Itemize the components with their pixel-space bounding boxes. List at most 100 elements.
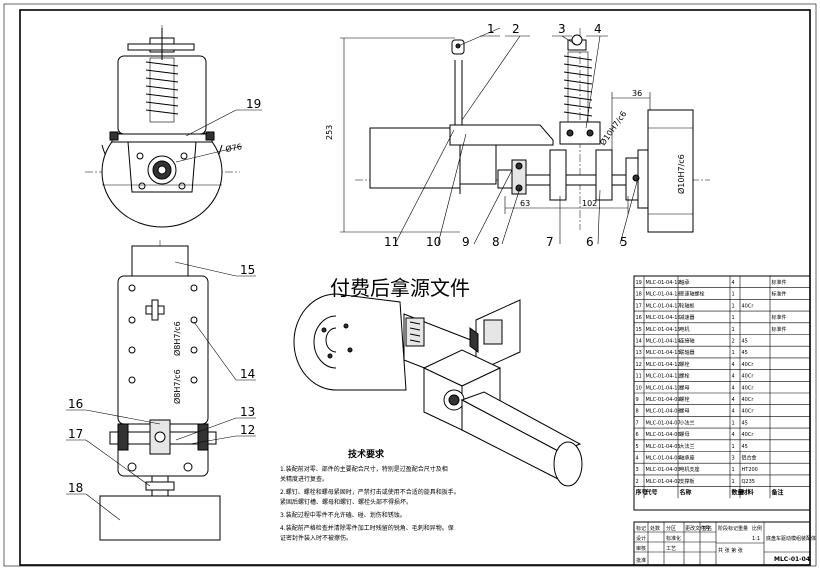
tb-label: 签名 <box>702 525 712 532</box>
fit-mid-2: Ø8H7/c6 <box>172 369 182 404</box>
isometric-view <box>293 293 583 487</box>
parts-cell: 轮轴板 <box>680 302 695 309</box>
parts-cell: 1 <box>732 292 735 298</box>
parts-cell: MLC-01-04-06 <box>646 432 681 438</box>
parts-cell: 螺母 <box>680 384 690 391</box>
dim-102: 102 <box>582 199 597 208</box>
parts-cell: 40Cr <box>742 362 755 368</box>
watermark-text: 付费后拿源文件 <box>330 276 470 300</box>
top-view <box>99 240 221 541</box>
parts-cell: 1 <box>732 467 735 473</box>
parts-cell: 1 <box>732 444 735 450</box>
parts-cell: 小法兰 <box>680 419 695 426</box>
parts-cell: 19 <box>636 280 642 286</box>
parts-cell: MLC-01-04-14 <box>646 339 681 345</box>
parts-cell: 45 <box>742 444 748 450</box>
outer-frame <box>3 3 817 567</box>
note-line: 紧固后螺钉槽、螺母和螺钉、螺栓头部不得损坏。 <box>280 498 412 506</box>
tb-scale: 1:1 <box>752 536 760 542</box>
parts-cell: MLC-01-04-09 <box>646 397 681 403</box>
parts-cell: 4 <box>732 385 735 391</box>
parts-cell: 2 <box>636 479 639 485</box>
parts-cell: 螺栓 <box>680 373 690 380</box>
parts-cell: 45 <box>742 420 748 426</box>
parts-cell: 5 <box>636 444 639 450</box>
note-line: 2.螺钉、螺栓和螺母紧固时，严禁打击或使用不合适的旋具和扳手。 <box>280 488 460 496</box>
parts-cell: 1 <box>732 315 735 321</box>
note-line: 3.装配过程中零件不允许磕、碰、划伤和锈蚀。 <box>280 511 406 519</box>
tb-label: 比例 <box>752 525 762 532</box>
parts-cell: 标准件 <box>772 326 787 333</box>
note-line: 证密封件装入时不被擦伤。 <box>280 534 352 542</box>
note-line: 关精度进行复查。 <box>280 475 328 483</box>
parts-cell: MLC-01-04-15 <box>646 327 681 333</box>
callout-1: 1 <box>487 22 495 36</box>
parts-cell: 电机支座 <box>680 466 700 473</box>
parts-cell: MLC-01-04-16 <box>646 315 681 321</box>
parts-cell: 4 <box>636 456 639 462</box>
fit-top: Ø10H7/c6 <box>597 109 628 147</box>
parts-cell: MLC-01-04-04 <box>646 456 681 462</box>
note-line: 1.装配前对零、部件的主要配合尺寸，特别是过盈配合尺寸及相 <box>280 465 448 473</box>
parts-cell: 40Cr <box>742 409 755 415</box>
parts-cell: 减速器 <box>680 314 695 321</box>
parts-cell: 1 <box>732 303 735 309</box>
callout-4: 4 <box>594 22 602 36</box>
parts-cell: 1 <box>732 479 735 485</box>
callout-19: 19 <box>246 97 261 111</box>
note-line: 4.装配前严格检查并清除零件加工时残留的锐角、毛刺和异物。保 <box>280 524 454 532</box>
parts-cell: 40Cr <box>742 374 755 380</box>
parts-cell: MLC-01-04-19 <box>646 280 681 286</box>
top-view-leaders <box>66 261 256 521</box>
parts-cell: MLC-01-04-12 <box>646 362 681 368</box>
technical-notes: 技术要求 1.装配前对零、部件的主要配合尺寸，特别是过盈配合尺寸及相 关精度进行… <box>280 448 460 542</box>
callout-10: 10 <box>426 235 441 249</box>
parts-cell: MLC-01-04-18 <box>646 292 681 298</box>
parts-cell: MLC-01-04-10 <box>646 385 681 391</box>
callout-15: 15 <box>240 263 255 277</box>
parts-cell: 电机 <box>680 326 690 333</box>
parts-cell: MLC-01-04-13 <box>646 350 681 356</box>
parts-cell: 12 <box>636 362 642 368</box>
tb-label: 处数 <box>650 525 660 532</box>
tb-label: 更改文件号 <box>685 525 710 532</box>
side-view <box>340 28 710 233</box>
callout-17: 17 <box>68 427 83 441</box>
parts-cell: 1 <box>732 420 735 426</box>
title-block: 标记 处数 分区 更改文件号 签名 设计 标准化 审核 工艺 批准 阶段标记 重… <box>633 521 816 566</box>
parts-cell: 14 <box>636 339 642 345</box>
fit-right: Ø10H7/c6 <box>676 154 686 194</box>
parts-cell: 螺母 <box>680 431 690 438</box>
parts-cell: 4 <box>732 362 735 368</box>
parts-cell: MLC-01-04-07 <box>646 420 681 426</box>
callout-11: 11 <box>384 235 399 249</box>
parts-cell: MLC-01-04-03 <box>646 467 681 473</box>
parts-header-cell: 序号 <box>635 489 648 497</box>
parts-cell: 4 <box>732 280 735 286</box>
parts-cell: 17 <box>636 303 642 309</box>
parts-cell: 轴承 <box>680 279 690 286</box>
parts-cell: 7 <box>636 420 639 426</box>
parts-cell: Q235 <box>742 479 755 485</box>
tb-drawing-no: MLC-01-04 <box>774 556 810 563</box>
parts-cell: 支撑板 <box>680 478 695 485</box>
parts-cell: 13 <box>636 350 642 356</box>
parts-cell: 40Cr <box>742 385 755 391</box>
parts-cell: MLC-01-04-05 <box>646 444 681 450</box>
tb-label: 工艺 <box>666 546 676 552</box>
parts-cell: 3 <box>636 467 639 473</box>
parts-cell: 联轴器 <box>680 349 695 356</box>
tb-label: 重量 <box>738 525 748 532</box>
callout-16: 16 <box>68 397 83 411</box>
front-view <box>85 25 240 228</box>
parts-cell: 大法兰 <box>680 443 695 450</box>
tb-label: 批准 <box>636 557 646 564</box>
parts-header-cell: 备注 <box>771 489 784 497</box>
parts-cell: 9 <box>636 397 639 403</box>
tb-label: 标记 <box>636 525 646 532</box>
parts-cell: 40Cr <box>742 303 755 309</box>
dim-253: 253 <box>325 125 334 140</box>
parts-cell: 4 <box>732 409 735 415</box>
